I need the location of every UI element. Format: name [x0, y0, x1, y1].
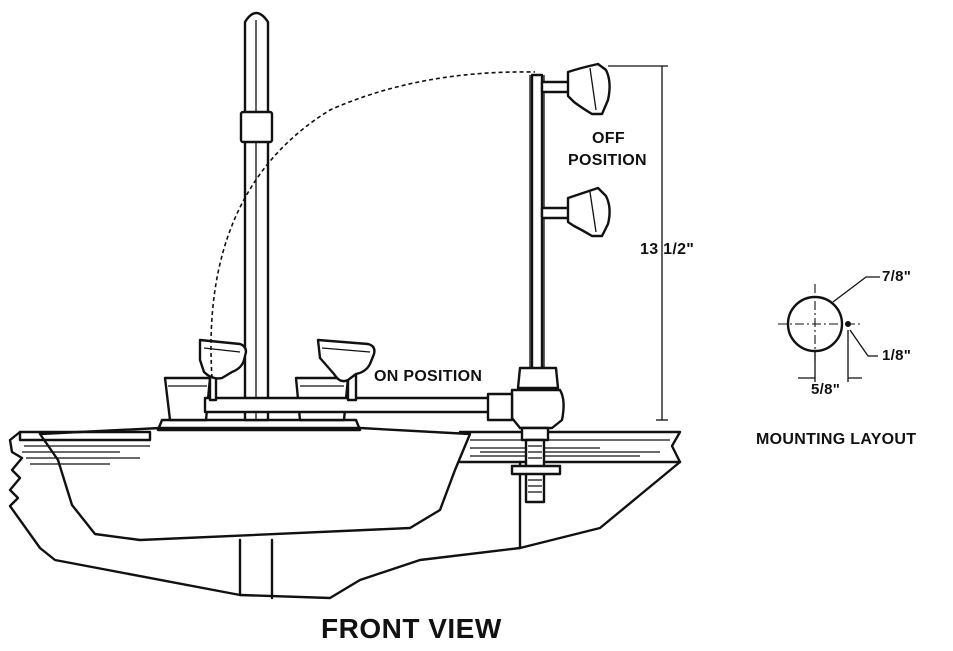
spacing-label: 5/8" [811, 381, 841, 398]
valve-body [486, 366, 565, 504]
front-view-title: FRONT VIEW [321, 613, 502, 644]
height-dimension [608, 65, 668, 421]
left-bowl [163, 376, 212, 422]
riser-pipe [239, 11, 274, 422]
mounting-layout-label: MOUNTING LAYOUT [756, 431, 917, 448]
sink-basin [8, 426, 682, 600]
deck-plate [156, 418, 362, 432]
off-spray-head-top [540, 62, 611, 116]
height-dimension-label: 13 1/2" [640, 241, 695, 258]
hole-diameter-label: 7/8" [882, 268, 912, 285]
off-spray-head-bottom [540, 186, 611, 238]
off-label-line1: OFF [592, 130, 625, 147]
right-riser-pipe [529, 73, 545, 372]
mounting-layout-drawing [778, 276, 880, 382]
offset-label: 1/8" [882, 347, 912, 364]
off-label-line2: POSITION [568, 152, 647, 169]
on-position-label: ON POSITION [374, 368, 483, 385]
center-spray-head-on [316, 338, 376, 402]
